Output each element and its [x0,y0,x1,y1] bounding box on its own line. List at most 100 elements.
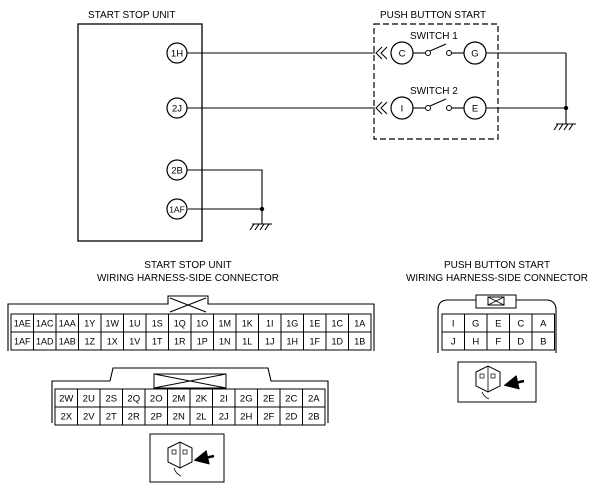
ssu-conn2-pin-label: 2C [285,394,297,405]
ssu-conn1-pin-label: 1F [309,337,320,347]
pbs-conn-pin-label: A [540,319,547,330]
switch-2: I E SWITCH 2 [390,86,487,120]
ssu-conn2-pin-label: 2W [59,394,73,405]
pbs-conn-pin-label: G [472,319,479,330]
push-button-start-title: PUSH BUTTON START [380,10,486,21]
ssu-conn1-pin-label: 1H [286,337,298,347]
pbs-pin-g-label: G [471,49,478,60]
ssu-pin-2b: 2B [166,159,188,181]
ssu-conn1-pin-label: 1P [197,337,208,347]
ssu-conn2-pin-label: 2L [196,412,207,423]
ssu-conn1-pin-label: 1X [107,337,118,347]
connector-symbol-c [375,46,388,60]
ssu-conn2-pin-label: 2B [308,412,320,423]
schematic: START STOP UNIT 1H 2J 2B 1AF [77,10,576,242]
ssu-conn1-pin-label: 1O [196,319,208,329]
ssu-conn1-pin-label: 1S [152,319,163,329]
ssu-pin-1h-label: 1H [171,49,183,60]
ssu-conn2-pin-label: 2N [173,412,185,423]
switch-1: C G SWITCH 1 [390,31,487,65]
ssu-conn2-pin-label: 2D [285,412,297,423]
pbs-conn-pin-label: I [452,319,455,330]
ssu-conn2-pin-label: 2U [83,394,95,405]
pbs-connector: I G E C A J H F D B [437,294,557,353]
ssu-conn1-pin-label: 1G [286,319,298,329]
ssu-connector-title-1: START STOP UNIT [144,260,231,271]
ssu-conn2-pin-label: 2Q [127,394,140,405]
ssu-pin-2j: 2J [166,97,188,119]
ssu-conn2-pin-label: 2E [263,394,275,405]
ssu-pin-1af-label: 1AF [169,205,185,215]
start-stop-unit-box [77,23,203,242]
pbs-pin-c-label: C [399,49,406,60]
push-button-start-box [373,23,499,140]
pbs-pin-e-label: E [472,104,478,115]
ssu-conn1-cell [348,331,372,351]
start-stop-unit-title: START STOP UNIT [88,10,175,21]
wire-2b-ground [187,169,263,209]
ssu-conn1-pin-label: 1AD [36,337,54,347]
pbs-connector-title-2: WIRING HARNESS-SIDE CONNECTOR [406,273,588,284]
ssu-conn1-pin-label: 1AE [14,319,31,329]
ssu-conn1-pin-label: 1C [331,319,343,329]
ssu-pin-1af: 1AF [166,198,188,220]
splice-dot-pbs [563,105,569,111]
pbs-conn-pin-label: B [540,337,546,348]
ssu-conn2-pin-label: 2T [106,412,117,423]
ssu-conn1-pin-label: 1N [219,337,231,347]
ssu-conn2-pin-label: 2P [150,412,162,423]
ssu-conn1-pin-label: 1W [106,319,120,329]
ssu-pin-2b-label: 2B [171,166,183,177]
ssu-conn2-pin-label: 2O [150,394,163,405]
ssu-conn2-pin-label: 2M [172,394,185,405]
ssu-conn1-pin-label: 1U [129,319,141,329]
ssu-conn2-pin-label: 2A [308,394,320,405]
ssu-conn1-pin-label: 1D [331,337,343,347]
ssu-conn2-pin-label: 2X [60,412,72,423]
ssu-conn2-pin-label: 2S [105,394,117,405]
connector-view-icon [457,361,537,403]
ssu-conn2-pin-label: 2K [195,394,207,405]
ground-icon [249,223,272,231]
switch-2-label: SWITCH 2 [410,86,458,97]
pbs-conn-pin-label: F [495,337,501,348]
ssu-conn2-pin-label: 2I [220,394,228,405]
ssu-conn1-pin-label: 1Y [84,319,95,329]
pbs-connector-title-1: PUSH BUTTON START [444,260,550,271]
ssu-conn2-pin-label: 2V [83,412,95,423]
connector-view-icon [149,433,225,483]
pbs-conn-pin-label: J [451,337,456,348]
ssu-connector-2: 2W 2U 2S 2Q 2O 2M 2K 2I 2G 2E 2C 2A 2X 2V 2T 2R 2P 2N 2L 2J… [51,367,329,426]
pbs-pin-i-label: I [401,104,404,115]
ssu-conn1-pin-label: 1R [174,337,186,347]
ssu-conn1-pin-label: 1A [354,319,365,329]
ssu-conn2-pin-label: 2R [128,412,140,423]
ssu-conn2-pin-label: 2G [240,394,253,405]
ssu-conn1-pin-label: 1AB [59,337,76,347]
pbs-conn-pin-label: C [517,319,524,330]
ssu-pin-1h: 1H [166,42,188,64]
ssu-conn1-pin-label: 1I [266,319,274,329]
ssu-conn1-pin-label: 1AF [14,337,31,347]
pbs-conn-pin-label: D [517,337,524,348]
ssu-conn1-pin-label: 1B [354,337,365,347]
ssu-conn2-cell [302,406,326,426]
ssu-conn1-pin-label: 1J [265,337,275,347]
ssu-conn1-pin-label: 1T [152,337,163,347]
ssu-conn2-pin-label: 2F [263,412,274,423]
ssu-conn2-pin-label: 2J [219,412,229,423]
ssu-conn1-pin-label: 1V [129,337,140,347]
ssu-connector-title-2: WIRING HARNESS-SIDE CONNECTOR [97,273,279,284]
ssu-conn1-pin-label: 1Q [174,319,186,329]
connector-symbol-i [375,101,388,115]
ssu-conn1-pin-label: 1K [242,319,253,329]
ssu-conn1-pin-label: 1Z [84,337,95,347]
switch-1-label: SWITCH 1 [410,31,458,42]
pbs-conn-pin-label: E [495,319,501,330]
pbs-conn-pin-label: H [472,337,479,348]
ssu-conn2-pin-label: 2H [240,412,252,423]
ssu-conn1-pin-label: 1L [242,337,252,347]
ssu-pin-2j-label: 2J [172,104,182,115]
